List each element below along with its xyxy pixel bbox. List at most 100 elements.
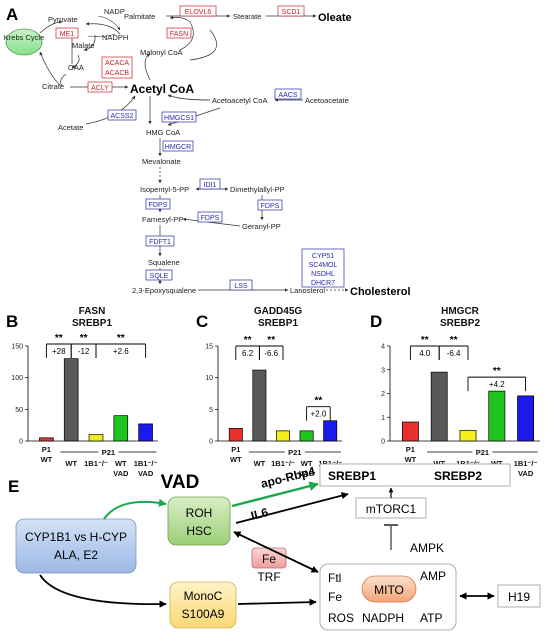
fasn-bar-chart: FASNSREBP1050100150**+28**-12**+2.6P1WTP… bbox=[11, 306, 158, 478]
sig-stars: ** bbox=[421, 335, 429, 346]
sig-stars: ** bbox=[80, 333, 88, 344]
sig-stars: ** bbox=[267, 335, 275, 346]
x-label-ko: 1B1⁻/⁻ bbox=[271, 459, 295, 468]
fold-change-label: -6.6 bbox=[264, 349, 278, 358]
fold-change-label: +4.2 bbox=[489, 380, 505, 389]
fe-label: Fe bbox=[262, 552, 276, 566]
fold-change-label: +2.6 bbox=[113, 347, 129, 356]
enzyme-acss2: ACSS2 bbox=[111, 113, 134, 120]
bar bbox=[323, 420, 338, 442]
node-squalene: Squalene bbox=[148, 258, 180, 267]
node-hmg-coa: HMG CoA bbox=[146, 128, 180, 137]
node-acetoacetyl-coa: Acetoacetyl CoA bbox=[212, 96, 267, 105]
node-lanosterol: Lanosterol bbox=[290, 286, 325, 295]
node-isopentyl: Isopentyl-5-PP bbox=[140, 185, 189, 194]
enzyme-fdps-3: FDPS bbox=[261, 203, 280, 210]
enzyme-box-elovl6 bbox=[179, 5, 217, 17]
x-label-wt: WT bbox=[405, 455, 417, 464]
mito-pill bbox=[361, 575, 417, 603]
panel-label-d: D bbox=[370, 312, 382, 331]
s100a9-label: S100A9 bbox=[182, 607, 225, 621]
node-malonyl-coa: Malonyl CoA bbox=[140, 48, 183, 57]
chart-subtitle: SREBP1 bbox=[72, 318, 112, 329]
node-stearate: Stearate bbox=[233, 12, 261, 21]
bar bbox=[459, 429, 477, 442]
node-citrate: Citrate bbox=[42, 82, 64, 91]
node-mevalonate: Mevalonate bbox=[142, 157, 181, 166]
enzyme-box-fdps-2 bbox=[197, 211, 223, 223]
y-tick-label: 10 bbox=[205, 375, 213, 382]
y-tick-label: 0 bbox=[19, 439, 23, 446]
nadph-label: NADPH bbox=[362, 611, 404, 625]
node-geranyl: Geranyl-PP bbox=[242, 222, 281, 231]
enzyme-nsdhl: NSDHL bbox=[311, 271, 335, 278]
node-malate: Malate bbox=[72, 41, 95, 50]
sig-stars: ** bbox=[450, 335, 458, 346]
bar bbox=[63, 358, 79, 442]
x-label-wt: WT bbox=[230, 455, 242, 464]
enzyme-acaca: ACACA bbox=[105, 60, 129, 67]
enzyme-scd1: SCD1 bbox=[282, 9, 301, 16]
enzyme-fdft1: FDFT1 bbox=[149, 239, 171, 246]
monoc-label: MonoC bbox=[184, 589, 223, 603]
node-pyruvate: Pyruvate bbox=[48, 15, 78, 24]
roh-label: ROH bbox=[186, 506, 213, 520]
x-label-wt: WT bbox=[65, 459, 77, 468]
node-acetate: Acetate bbox=[58, 123, 83, 132]
roh-hsc-box bbox=[167, 496, 231, 546]
chart-title: GADD45G bbox=[254, 306, 303, 317]
y-tick-label: 0 bbox=[209, 439, 213, 446]
ftl-label: Ftl bbox=[328, 571, 341, 585]
node-farnesyl: Farnesyl-PP bbox=[142, 215, 183, 224]
x-label-wt: WT bbox=[491, 459, 503, 468]
x-label-wt: WT bbox=[301, 459, 313, 468]
y-tick-label: 4 bbox=[381, 344, 385, 351]
y-tick-label: 1 bbox=[381, 415, 385, 422]
h19-box bbox=[497, 584, 541, 608]
x-label-p1: P1 bbox=[406, 445, 415, 454]
x-label-ko: 1B1⁻/⁻ bbox=[514, 459, 538, 468]
x-label-ko: 1B1⁻/⁻ bbox=[318, 459, 342, 468]
node-acetoacetate: Acetoacetate bbox=[305, 96, 349, 105]
x-label-wt: WT bbox=[433, 459, 445, 468]
x-label-p1: P1 bbox=[231, 445, 240, 454]
y-tick-label: 150 bbox=[11, 344, 23, 351]
panel-d-chart: D HMGCRSREBP201234**4.0**-6.4**+4.2P1WTP… bbox=[370, 306, 540, 478]
bar bbox=[517, 395, 535, 442]
bar bbox=[88, 434, 104, 442]
panel-label-b: B bbox=[6, 312, 18, 331]
atp-label: ATP bbox=[420, 611, 442, 625]
enzyme-box-acss2 bbox=[107, 109, 137, 121]
enzyme-box-cholesterol-group bbox=[301, 248, 345, 288]
enzyme-box-acaca bbox=[101, 56, 133, 79]
fold-change-label: -6.4 bbox=[447, 349, 461, 358]
fold-change-label: 6.2 bbox=[242, 349, 254, 358]
cyp1b1-box bbox=[15, 518, 137, 574]
enzyme-box-fdps-3 bbox=[257, 199, 283, 211]
mito-label: MITO bbox=[374, 583, 404, 597]
monoc-box bbox=[169, 581, 237, 629]
x-label-p21: P21 bbox=[288, 448, 301, 457]
gadd45g-bar-chart: GADD45GSREBP1051015**6.2**-6.6**+2.0P1WT… bbox=[205, 306, 342, 478]
krebs-label: Krebs Cycle bbox=[4, 33, 44, 42]
enzyme-me1: ME1 bbox=[60, 31, 75, 38]
enzyme-box-scd1 bbox=[277, 5, 305, 17]
y-tick-label: 50 bbox=[15, 407, 23, 414]
enzyme-elovl6: ELOVL6 bbox=[185, 9, 212, 16]
x-label-vad: VAD bbox=[518, 469, 534, 478]
sig-stars: ** bbox=[55, 333, 63, 344]
mtorc1-label: mTORC1 bbox=[366, 502, 417, 516]
fold-change-label: 4.0 bbox=[419, 349, 431, 358]
x-label-vad: VAD bbox=[113, 469, 129, 478]
enzyme-box-idi1 bbox=[199, 178, 221, 190]
hmgcr-bar-chart: HMGCRSREBP201234**4.0**-6.4**+4.2P1WTP21… bbox=[381, 306, 540, 478]
enzyme-sqle: SQLE bbox=[150, 273, 169, 280]
x-label-ko: 1B1⁻/⁻ bbox=[84, 459, 108, 468]
ros-label: ROS bbox=[328, 611, 354, 625]
node-nadp: NADP bbox=[104, 7, 125, 16]
chart-subtitle: SREBP1 bbox=[258, 318, 298, 329]
bar bbox=[113, 415, 129, 442]
vad-label: VAD bbox=[161, 472, 200, 493]
panel-label-e: E bbox=[8, 477, 19, 496]
bar bbox=[430, 371, 448, 442]
